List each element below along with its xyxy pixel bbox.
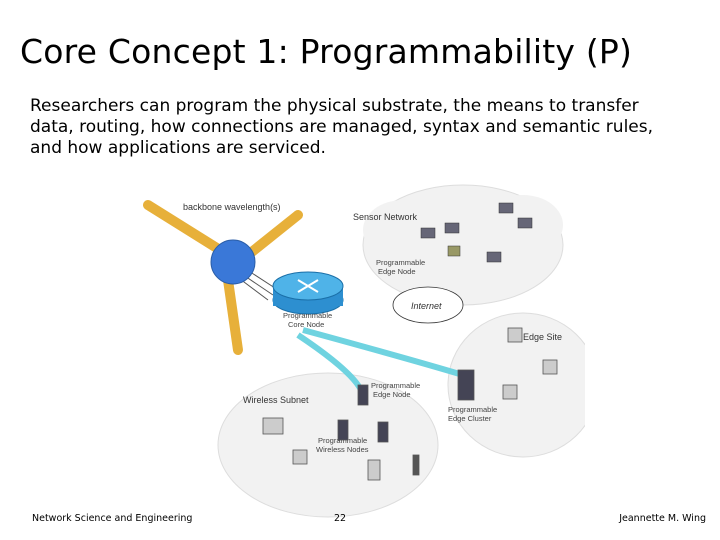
- edge-site-devices: [457, 327, 558, 401]
- wireless-subnet-label: Wireless Subnet: [243, 395, 309, 405]
- edge-site-label: Edge Site: [523, 332, 562, 342]
- footer-author: Jeannette M. Wing: [619, 513, 706, 524]
- network-diagram: backbone wavelength(s) Programmable Core…: [103, 160, 585, 520]
- sensor-devices: [420, 202, 533, 263]
- wireless-devices: [262, 384, 420, 481]
- edge-node-label-2: Edge Node: [378, 267, 416, 276]
- slide-title: Core Concept 1: Programmability (P): [20, 32, 633, 71]
- core-node-label-1: Programmable: [283, 311, 332, 320]
- core-node-label-2: Core Node: [288, 320, 324, 329]
- wireless-edge-node-label-2: Edge Node: [373, 390, 411, 399]
- internet-cloud: [392, 286, 464, 324]
- wireless-nodes-label-2: Wireless Nodes: [316, 445, 369, 454]
- internet-label: Internet: [411, 301, 442, 311]
- edge-cluster-label-1: Programmable: [448, 405, 497, 414]
- wireless-edge-node-label-1: Programmable: [371, 381, 420, 390]
- backbone-label: backbone wavelength(s): [183, 202, 281, 212]
- core-node-router: [272, 271, 344, 315]
- wireless-subnet-cloud: [217, 372, 439, 518]
- slide-body-text: Researchers can program the physical sub…: [30, 96, 654, 158]
- footer-course-label: Network Science and Engineering: [32, 513, 193, 524]
- sensor-network-cloud: [362, 184, 564, 306]
- sensor-network-label: Sensor Network: [353, 212, 418, 222]
- backbone-wavelengths: [143, 200, 303, 355]
- edge-node-label-1: Programmable: [376, 258, 425, 267]
- footer-page-number: 22: [334, 513, 347, 524]
- network-diagram-svg: backbone wavelength(s) Programmable Core…: [143, 184, 585, 518]
- edge-cluster-label-2: Edge Cluster: [448, 414, 492, 423]
- wireless-nodes-label-1: Programmable: [318, 436, 367, 445]
